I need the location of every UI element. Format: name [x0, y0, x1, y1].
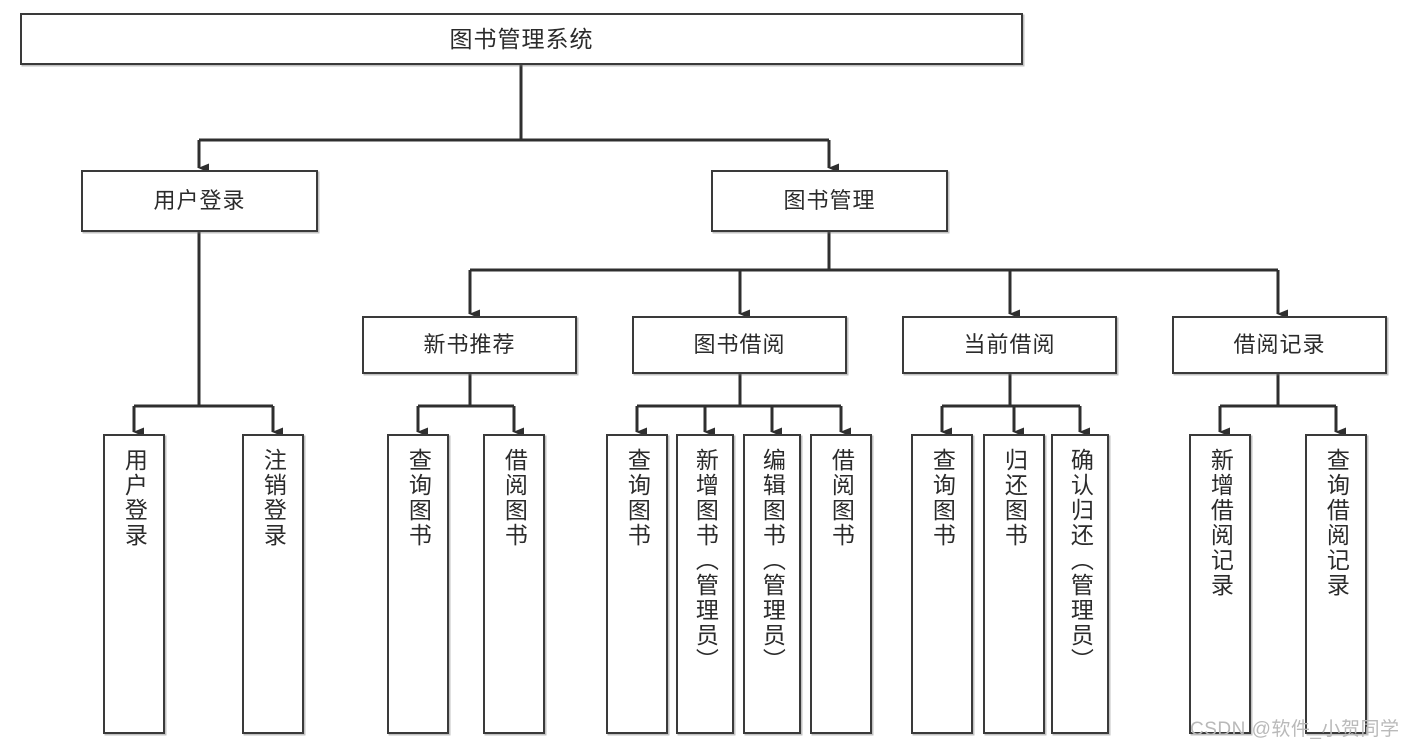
node-new-book-recommend[interactable]: 新书推荐	[362, 316, 577, 374]
node-user-login-label: 用户登录	[153, 188, 246, 214]
node-root-label: 图书管理系统	[449, 25, 594, 52]
node-leaf-edit-book[interactable]: 编辑图书（管理员）	[743, 434, 801, 734]
node-leaf-user-login-label: 用户登录	[121, 448, 148, 548]
node-root[interactable]: 图书管理系统	[20, 13, 1023, 65]
node-leaf-borrow-book-1[interactable]: 借阅图书	[483, 434, 545, 734]
node-borrow-record[interactable]: 借阅记录	[1172, 316, 1387, 374]
node-book-manage[interactable]: 图书管理	[711, 170, 948, 232]
node-leaf-return-book-label: 归还图书	[1001, 448, 1028, 548]
node-book-borrow-label: 图书借阅	[693, 332, 786, 358]
node-leaf-query-book-3-label: 查询图书	[929, 448, 956, 548]
node-leaf-user-logout-label: 注销登录	[260, 448, 287, 548]
node-leaf-query-book-1[interactable]: 查询图书	[387, 434, 449, 734]
node-new-book-recommend-label: 新书推荐	[423, 332, 516, 358]
node-leaf-user-login[interactable]: 用户登录	[103, 434, 165, 734]
node-leaf-add-book[interactable]: 新增图书（管理员）	[676, 434, 734, 734]
node-leaf-query-book-1-label: 查询图书	[405, 448, 432, 548]
node-leaf-query-book-2[interactable]: 查询图书	[606, 434, 668, 734]
node-leaf-edit-book-label: 编辑图书（管理员）	[759, 448, 786, 673]
node-user-login[interactable]: 用户登录	[81, 170, 318, 232]
node-borrow-record-label: 借阅记录	[1233, 332, 1326, 358]
node-leaf-borrow-book-2[interactable]: 借阅图书	[810, 434, 872, 734]
node-leaf-add-book-label: 新增图书（管理员）	[692, 448, 719, 673]
node-leaf-confirm-return[interactable]: 确认归还（管理员）	[1051, 434, 1109, 734]
node-book-manage-label: 图书管理	[783, 188, 876, 214]
watermark: CSDN @软件_小贺同学	[1190, 719, 1400, 740]
node-leaf-add-record-label: 新增借阅记录	[1207, 448, 1234, 598]
node-leaf-return-book[interactable]: 归还图书	[983, 434, 1045, 734]
node-leaf-query-book-2-label: 查询图书	[624, 448, 651, 548]
node-leaf-add-record[interactable]: 新增借阅记录	[1189, 434, 1251, 734]
node-current-borrow[interactable]: 当前借阅	[902, 316, 1117, 374]
node-current-borrow-label: 当前借阅	[963, 332, 1056, 358]
node-leaf-borrow-book-1-label: 借阅图书	[501, 448, 528, 548]
node-leaf-user-logout[interactable]: 注销登录	[242, 434, 304, 734]
node-leaf-confirm-return-label: 确认归还（管理员）	[1067, 448, 1094, 673]
node-leaf-query-record[interactable]: 查询借阅记录	[1305, 434, 1367, 734]
node-leaf-query-record-label: 查询借阅记录	[1323, 448, 1350, 598]
node-leaf-borrow-book-2-label: 借阅图书	[828, 448, 855, 548]
node-book-borrow[interactable]: 图书借阅	[632, 316, 847, 374]
node-leaf-query-book-3[interactable]: 查询图书	[911, 434, 973, 734]
